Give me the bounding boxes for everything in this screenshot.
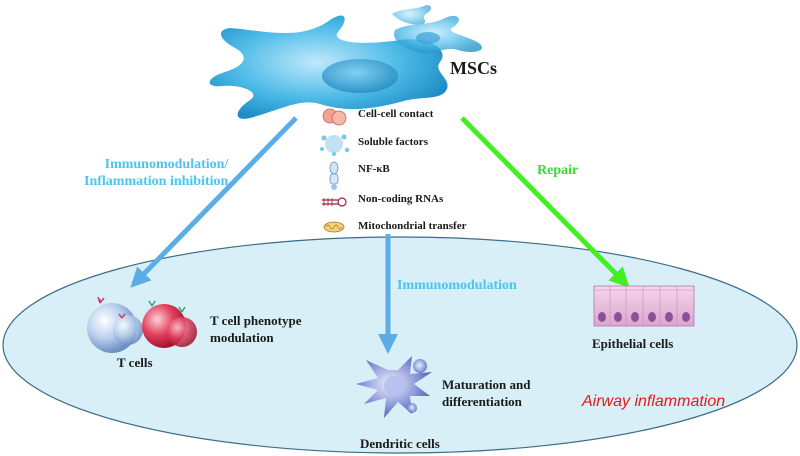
dendritic-effect-label: Maturation and differentiation (442, 377, 531, 409)
cell-contact-icon (322, 108, 347, 126)
arrow-center-label: Immunomodulation (397, 278, 517, 293)
nfkb-icon (329, 161, 339, 190)
dendritic-cells-label: Dendritic cells (360, 436, 440, 451)
rna-hairpin-icon (322, 197, 347, 207)
msc-title: MSCs (450, 58, 498, 78)
mechanism-mito-transfer-label: Mitochondrial transfer (358, 220, 467, 232)
t-cells-image (87, 296, 197, 353)
arrow-right-label: Repair (537, 163, 579, 178)
arrow-left-label: Immunomodulation/ Inflammation inhibitio… (84, 157, 229, 189)
soluble-factors-icon (320, 134, 350, 156)
arrow-right-repair (460, 116, 630, 288)
dendritic-cell-image (356, 356, 432, 418)
t-cells-effect-label: T cell phenotype modulation (210, 313, 302, 345)
epithelial-cells-label: Epithelial cells (592, 336, 674, 351)
mechanism-noncoding-rna-label: Non-coding RNAs (358, 193, 444, 205)
mechanism-cell-contact-label: Cell-cell contact (358, 108, 434, 120)
msc-cell-image (209, 5, 482, 119)
epithelial-cells-image (593, 285, 695, 327)
mitochondria-icon (323, 221, 345, 233)
airway-inflammation-label: Airway inflammation (582, 393, 726, 410)
mechanism-nfkb-label: NF-κB (358, 163, 390, 175)
arrow-left-immunomodulation (130, 116, 298, 288)
t-cells-label: T cells (117, 355, 153, 370)
mechanism-soluble-factors-label: Soluble factors (358, 136, 428, 148)
